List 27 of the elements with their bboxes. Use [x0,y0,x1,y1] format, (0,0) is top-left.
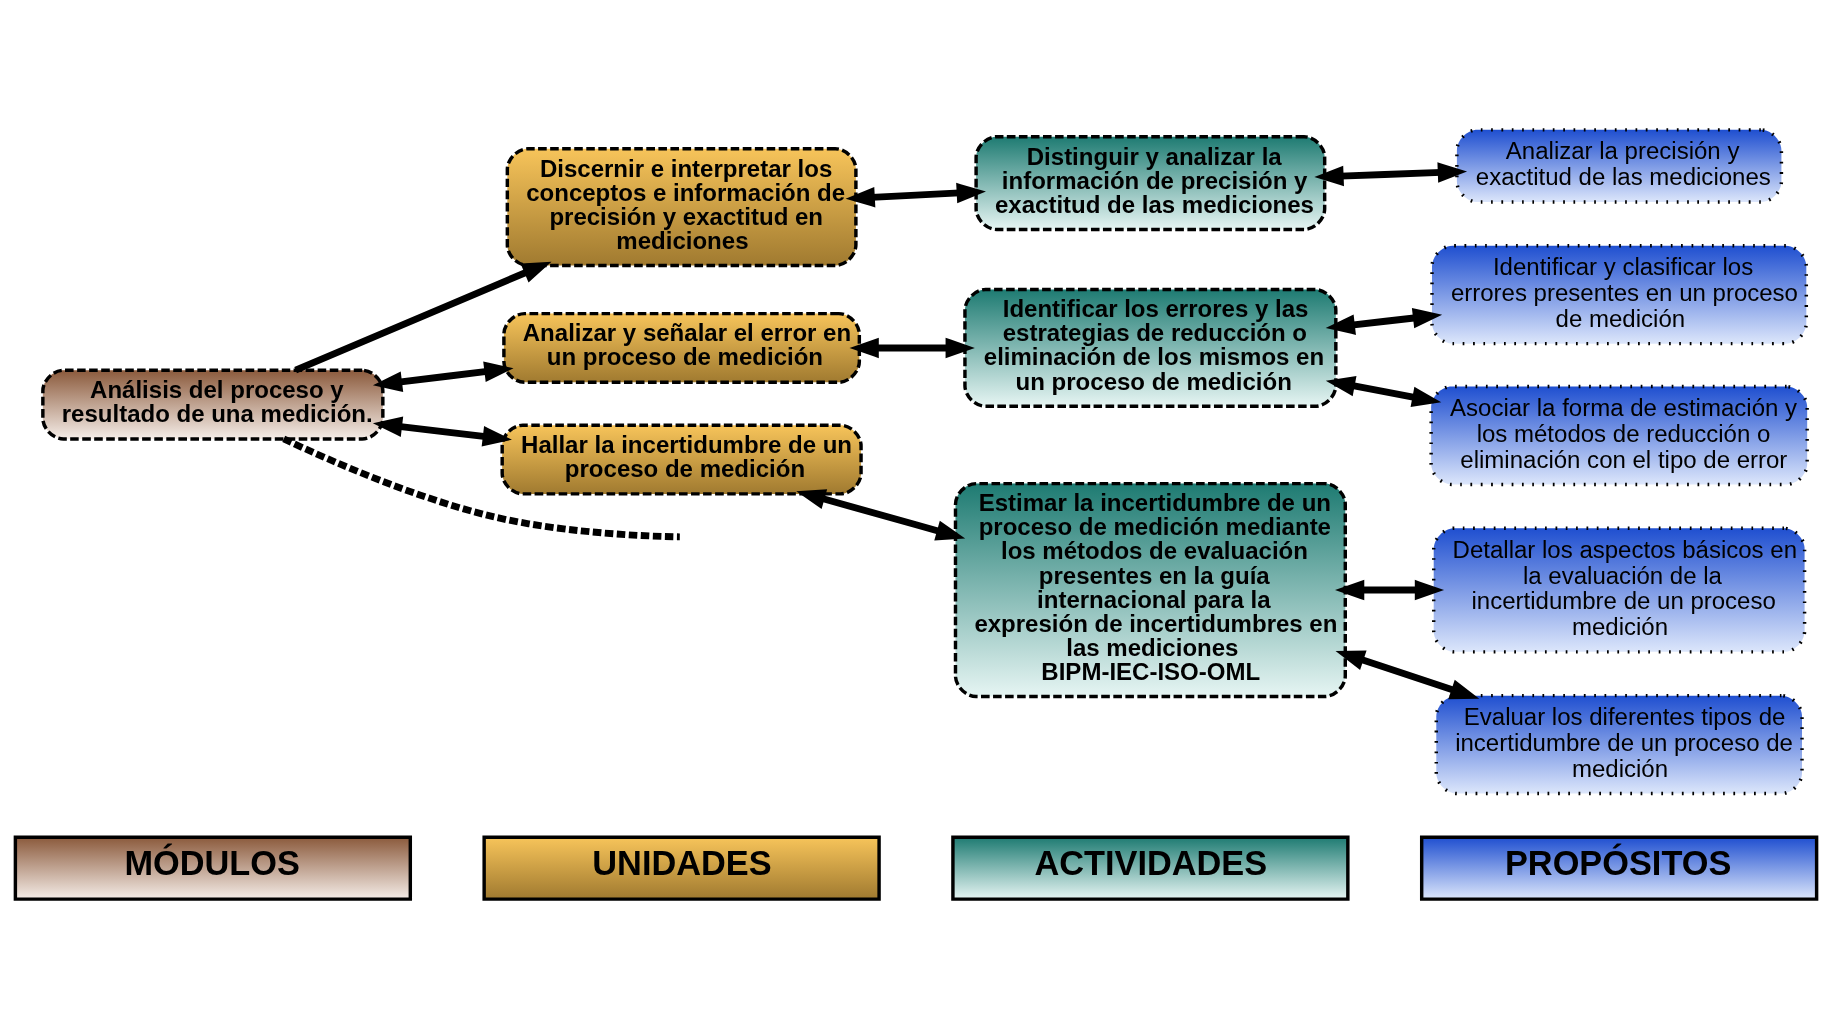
node-box: Análisis del proceso y resultado de una medición. [41,368,385,441]
node-box: Analizar la precisión y exactitud de las mediciones [1455,128,1784,204]
node-box: Discernir e interpretar los conceptos e información de precisión y exactitud en mediciones [505,147,858,268]
arrow [849,337,975,359]
arrow [845,182,986,208]
arrow [1335,579,1445,601]
node-box: Evaluar los diferentes tipos de incertidumbre de un proceso de medición [1434,693,1804,796]
node-box: Hallar la incertidumbre de un proceso de medición [500,423,863,496]
node-box: UNIDADES [482,835,881,901]
node-box: Estimar la incertidumbre de un proceso de medición mediante los métodos de evaluación presentes en la guía internacional para la expresión de incertidumbres en las mediciones BIPM-IEC-ISO-OML [953,481,1347,699]
node-box: ACTIVIDADES [951,835,1350,901]
arrow [1314,162,1468,187]
node-box: Detallar los aspectos básicos en la evaluación de la incertidumbre de un proceso medición [1432,526,1807,654]
node-box: PROPÓSITOS [1419,835,1819,901]
node-box: MÓDULOS [13,835,413,901]
arrow [372,361,514,392]
node-box: Asociar la forma de estimación y los métodos de reducción o eliminación con el tipo de error [1429,384,1809,487]
arrow [294,261,552,374]
node-box: Distinguir y analizar la información de precisión y exactitud de las mediciones [974,135,1327,232]
node-box: Identificar los errores y las estrategias de reducción o eliminación de los mismos en un proceso de medición [963,287,1338,409]
arrow [1335,650,1480,700]
arrow [1325,375,1442,407]
node-box: Identificar y clasificar los errores presentes en un proceso de medición [1430,244,1809,346]
arrow [1325,307,1443,335]
arrow [796,489,966,541]
arrow [372,416,512,447]
node-box: Analizar y señalar el error en un proceso de medición [502,311,862,384]
